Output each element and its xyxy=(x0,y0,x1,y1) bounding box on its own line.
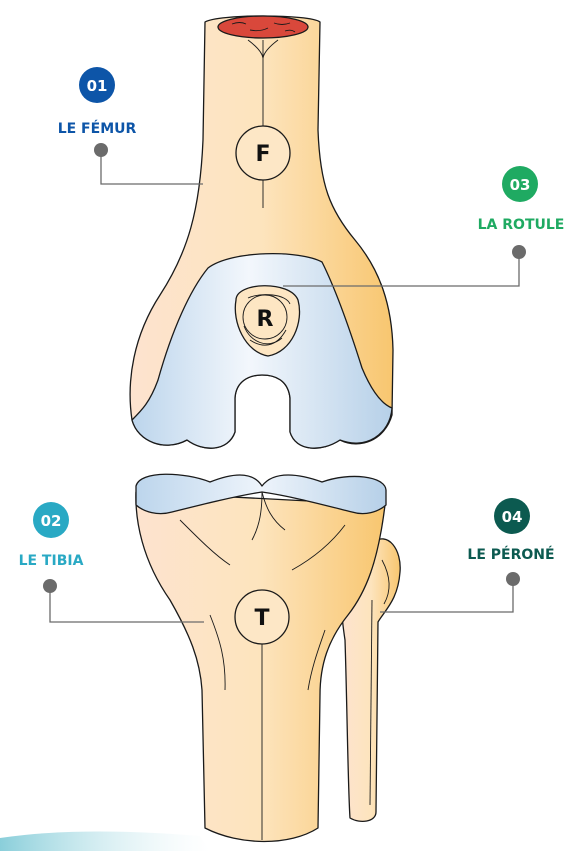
label-femur-number: 01 xyxy=(87,77,108,95)
leader-dot-tibia xyxy=(43,579,57,593)
label-tibia-number: 02 xyxy=(41,512,62,530)
label-tibia-text: LE TIBIA xyxy=(19,553,84,569)
leader-dot-perone xyxy=(506,572,520,586)
leader-perone xyxy=(380,579,513,612)
floor-shadow xyxy=(0,831,210,851)
leader-dot-rotule xyxy=(512,245,526,259)
label-perone: 04 LE PÉRONÉ xyxy=(467,498,554,563)
femur-marrow xyxy=(218,16,308,38)
femur-badge: F xyxy=(236,126,290,180)
femur-letter: F xyxy=(255,142,270,167)
leader-dot-femur xyxy=(94,143,108,157)
label-rotule-number: 03 xyxy=(510,176,531,194)
tibia-letter: T xyxy=(254,606,269,631)
label-rotule: 03 LA ROTULE xyxy=(478,166,565,233)
label-femur-text: LE FÉMUR xyxy=(58,120,137,137)
label-tibia: 02 LE TIBIA xyxy=(19,502,84,569)
label-femur: 01 LE FÉMUR xyxy=(58,67,137,137)
label-rotule-text: LA ROTULE xyxy=(478,217,565,233)
label-perone-number: 04 xyxy=(502,508,523,526)
tibia-badge: T xyxy=(235,590,289,644)
leader-femur xyxy=(101,150,203,184)
rotule-letter: R xyxy=(257,307,274,332)
femur-bone xyxy=(130,16,393,448)
label-perone-text: LE PÉRONÉ xyxy=(467,546,554,563)
